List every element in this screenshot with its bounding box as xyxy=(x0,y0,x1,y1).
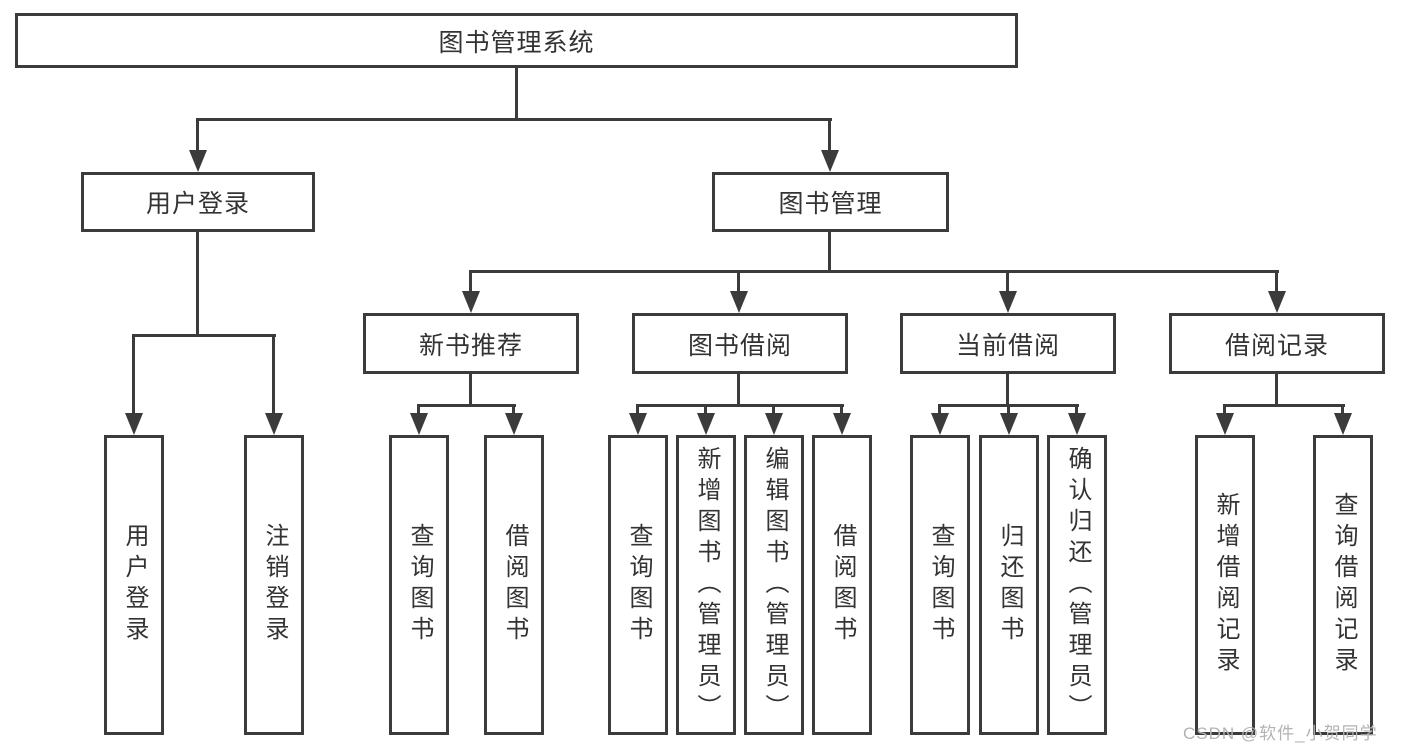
connector-drop-current-borrow xyxy=(1006,270,1009,294)
arrowhead xyxy=(125,413,143,435)
node-book-management: 图书管理 xyxy=(712,172,949,232)
connector-group-drop xyxy=(737,374,740,406)
connector-group-rail xyxy=(417,404,516,407)
arrowhead xyxy=(265,413,283,435)
connector-drop-leaf xyxy=(704,404,707,416)
connector-drop-leaf xyxy=(1341,404,1344,416)
connector-drop-leaf xyxy=(840,404,843,416)
arrowhead xyxy=(999,291,1017,313)
connector-drop-leaf xyxy=(1223,404,1226,416)
leaf-confirm-return-admin: 确认归还（管理员） xyxy=(1047,435,1107,735)
leaf-query-book-current: 查询图书 xyxy=(910,435,970,735)
connector-drop-book-mgmt xyxy=(828,118,831,152)
csdn-watermark: CSDN @软件_小贺同学 xyxy=(1183,724,1378,743)
arrowhead xyxy=(821,150,839,172)
leaf-add-book-admin: 新增图书（管理员） xyxy=(676,435,736,735)
leaf-borrow-book-recommend: 借阅图书 xyxy=(484,435,544,735)
connector-drop-leaf xyxy=(272,334,275,414)
arrowhead xyxy=(730,291,748,313)
connector-drop-leaf xyxy=(636,404,639,416)
arrowhead xyxy=(462,291,480,313)
arrowhead xyxy=(1068,413,1086,435)
connector-user-login-drop xyxy=(196,232,199,336)
node-new-book-recommend: 新书推荐 xyxy=(363,313,579,374)
node-current-borrow: 当前借阅 xyxy=(900,313,1116,374)
connector-drop-leaf xyxy=(938,404,941,416)
leaf-query-book-recommend: 查询图书 xyxy=(389,435,449,735)
connector-group-drop xyxy=(1006,374,1009,406)
connector-drop-new-book xyxy=(469,270,472,294)
node-borrow-record: 借阅记录 xyxy=(1169,313,1385,374)
arrowhead xyxy=(1000,413,1018,435)
leaf-user-login: 用户登录 xyxy=(104,435,164,735)
connector-drop-leaf xyxy=(1075,404,1078,416)
connector-drop-borrow-record xyxy=(1275,270,1278,294)
leaf-borrow-book: 借阅图书 xyxy=(812,435,872,735)
node-root: 图书管理系统 xyxy=(15,13,1018,68)
leaf-logout: 注销登录 xyxy=(244,435,304,735)
connector-root-drop xyxy=(515,68,518,118)
connector-level3-rail xyxy=(469,270,1279,273)
connector-drop-leaf xyxy=(417,404,420,416)
connector-drop-leaf xyxy=(1007,404,1010,416)
connector-group-rail xyxy=(636,404,844,407)
leaf-return-book: 归还图书 xyxy=(979,435,1039,735)
arrowhead xyxy=(629,413,647,435)
arrowhead xyxy=(410,413,428,435)
connector-drop-user-login xyxy=(196,118,199,152)
leaf-query-book-borrow: 查询图书 xyxy=(608,435,668,735)
connector-book-mgmt-drop xyxy=(828,232,831,272)
arrowhead xyxy=(765,413,783,435)
arrowhead xyxy=(697,413,715,435)
leaf-add-borrow-record: 新增借阅记录 xyxy=(1195,435,1255,735)
node-user-login: 用户登录 xyxy=(81,172,315,232)
arrowhead xyxy=(189,150,207,172)
connector-level2-rail xyxy=(196,118,832,121)
connector-group-drop xyxy=(469,374,472,406)
connector-drop-book-borrow xyxy=(737,270,740,294)
connector-drop-leaf xyxy=(132,334,135,414)
arrowhead xyxy=(833,413,851,435)
leaf-query-borrow-record: 查询借阅记录 xyxy=(1313,435,1373,735)
connector-drop-leaf xyxy=(512,404,515,416)
connector-group-rail xyxy=(1223,404,1345,407)
leaf-edit-book-admin: 编辑图书（管理员） xyxy=(744,435,804,735)
connector-drop-leaf xyxy=(772,404,775,416)
arrowhead xyxy=(1268,291,1286,313)
connector-group-drop xyxy=(1275,374,1278,406)
connector-user-login-rail xyxy=(132,334,276,337)
arrowhead xyxy=(931,413,949,435)
arrowhead xyxy=(1334,413,1352,435)
arrowhead xyxy=(505,413,523,435)
arrowhead xyxy=(1216,413,1234,435)
node-book-borrow: 图书借阅 xyxy=(632,313,848,374)
